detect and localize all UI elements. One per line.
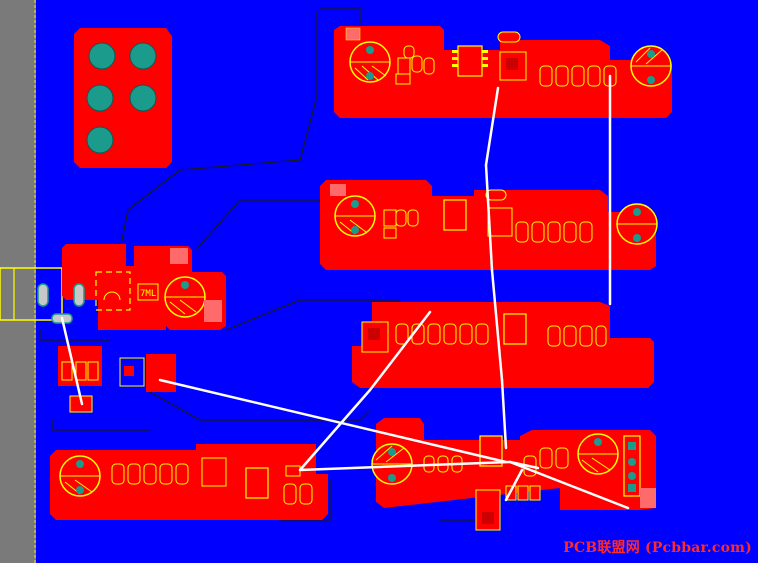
ic-outline	[95, 271, 131, 311]
pad-3	[86, 84, 114, 112]
ic-u4	[245, 467, 269, 499]
pad-4	[129, 84, 157, 112]
pad-block-top-left[interactable]	[74, 28, 172, 168]
component-tag: 7ML	[140, 289, 156, 299]
header-j1	[623, 435, 641, 497]
pad-2	[129, 42, 157, 70]
copper-pour-row-3	[352, 302, 654, 388]
left-ruler	[0, 0, 36, 563]
connector-pin-2	[73, 283, 85, 307]
row-2-components[interactable]	[330, 184, 658, 245]
pad-5	[86, 126, 114, 154]
row-1-components[interactable]	[345, 27, 672, 87]
regulator-q4	[361, 321, 389, 353]
pad-1	[88, 42, 116, 70]
regulator-q5	[201, 457, 227, 487]
copper-pour-row-4	[50, 444, 328, 520]
row-4-components[interactable]	[59, 455, 313, 505]
ic-u1	[457, 45, 483, 77]
connector-pin-1	[37, 283, 49, 307]
resistor-r1	[397, 57, 411, 75]
row-3-components[interactable]	[361, 313, 607, 353]
ratsnest-lines	[60, 74, 630, 510]
watermark-text: PCB联盟网 (Pcbbar.com)	[563, 540, 752, 556]
regulator-q2	[487, 207, 513, 237]
left-middle-components[interactable]: 7ML	[37, 248, 222, 324]
ic-u2	[443, 199, 467, 231]
ic-u3	[503, 313, 527, 345]
